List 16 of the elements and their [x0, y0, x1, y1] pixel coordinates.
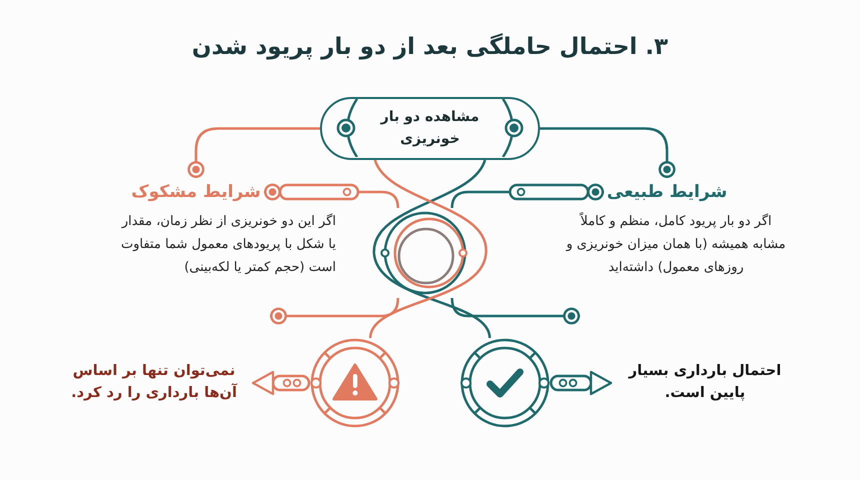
heading-text: شرایط طبیعی	[604, 178, 730, 206]
heading-text: شرایط مشکوک	[128, 178, 264, 206]
result-text: نمی‌توان تنها بر اساس آن‌ها بارداری را رد کرد.	[58, 360, 250, 405]
connector-line	[270, 298, 400, 324]
arrow	[252, 370, 311, 396]
description-text: اگر دو بار پریود کامل، منظم و کاملاً مشابه همیشه (با همان میزان خونریزی و روزهای معمول) داشته‌اید	[565, 211, 787, 276]
arrow	[549, 370, 612, 396]
connector-line	[264, 184, 400, 208]
result-text: احتمال بارداری بسیار پایین است.	[614, 360, 796, 405]
connector-line	[450, 184, 604, 208]
connector-line	[540, 127, 676, 178]
connector-line	[450, 298, 580, 324]
connector-line	[188, 127, 320, 178]
description-text: اگر این دو خونریزی از نظر زمان، مقدار یا شکل با پریودهای معمول شما متفاوت است (حجم کمتر یا لکه‌بینی)	[120, 212, 336, 276]
pill-label: مشاهده دو بار خونریزی	[379, 108, 480, 148]
title: ۳. احتمال حاملگی بعد از دو بار پریود شدن	[192, 32, 668, 62]
